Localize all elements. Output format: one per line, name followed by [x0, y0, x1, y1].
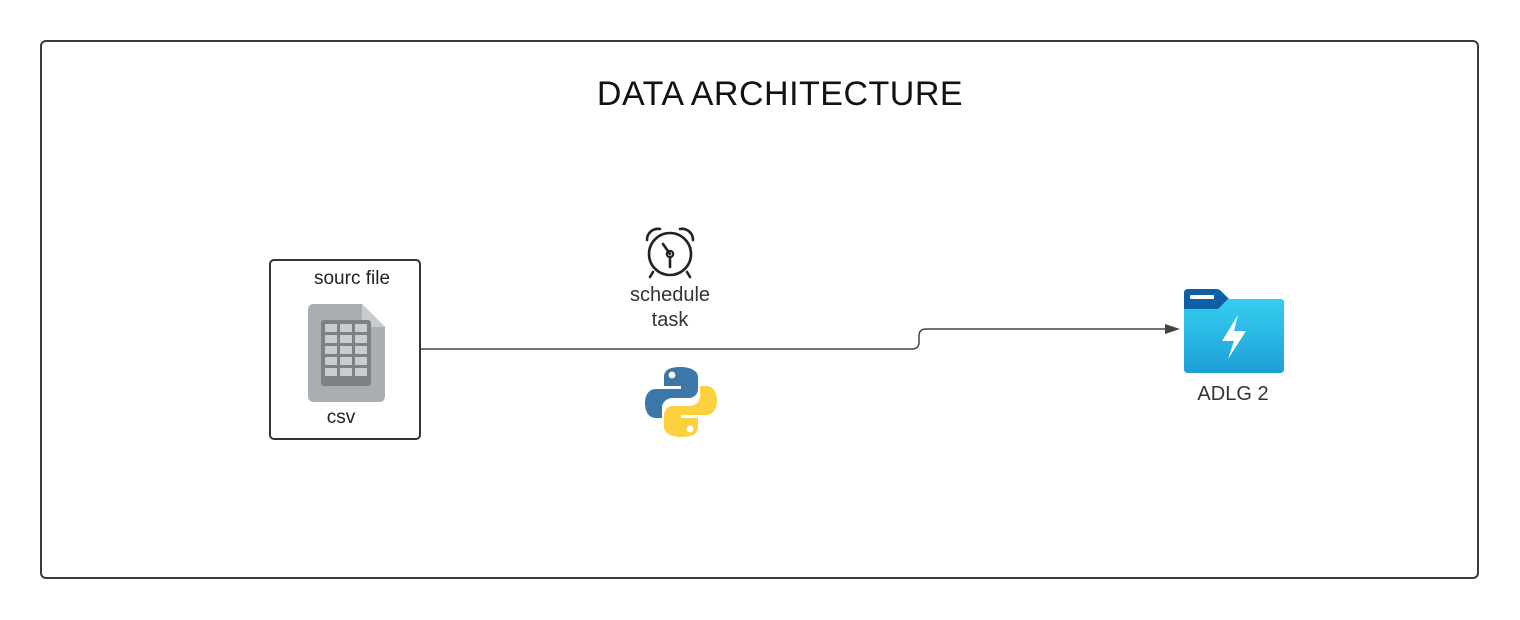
alarm-clock-icon	[640, 224, 700, 285]
schedule-label-line1: schedule	[629, 284, 711, 306]
python-logo-icon	[644, 365, 718, 444]
arrow-head-icon	[1165, 324, 1180, 334]
adlg-label: ADLG 2	[1197, 383, 1269, 405]
schedule-label-line2: task	[651, 309, 689, 331]
diagram-title: DATA ARCHITECTURE	[596, 75, 964, 113]
source-file-title: sourc file	[313, 268, 391, 289]
schedule-task-label: schedule task	[590, 283, 750, 333]
csv-label: csv	[326, 407, 356, 428]
source-file-node[interactable]: sourc file	[269, 259, 421, 440]
data-lake-folder-icon[interactable]	[1182, 289, 1286, 380]
spreadsheet-file-icon	[308, 304, 386, 407]
source-to-adl-connector	[421, 328, 1166, 350]
